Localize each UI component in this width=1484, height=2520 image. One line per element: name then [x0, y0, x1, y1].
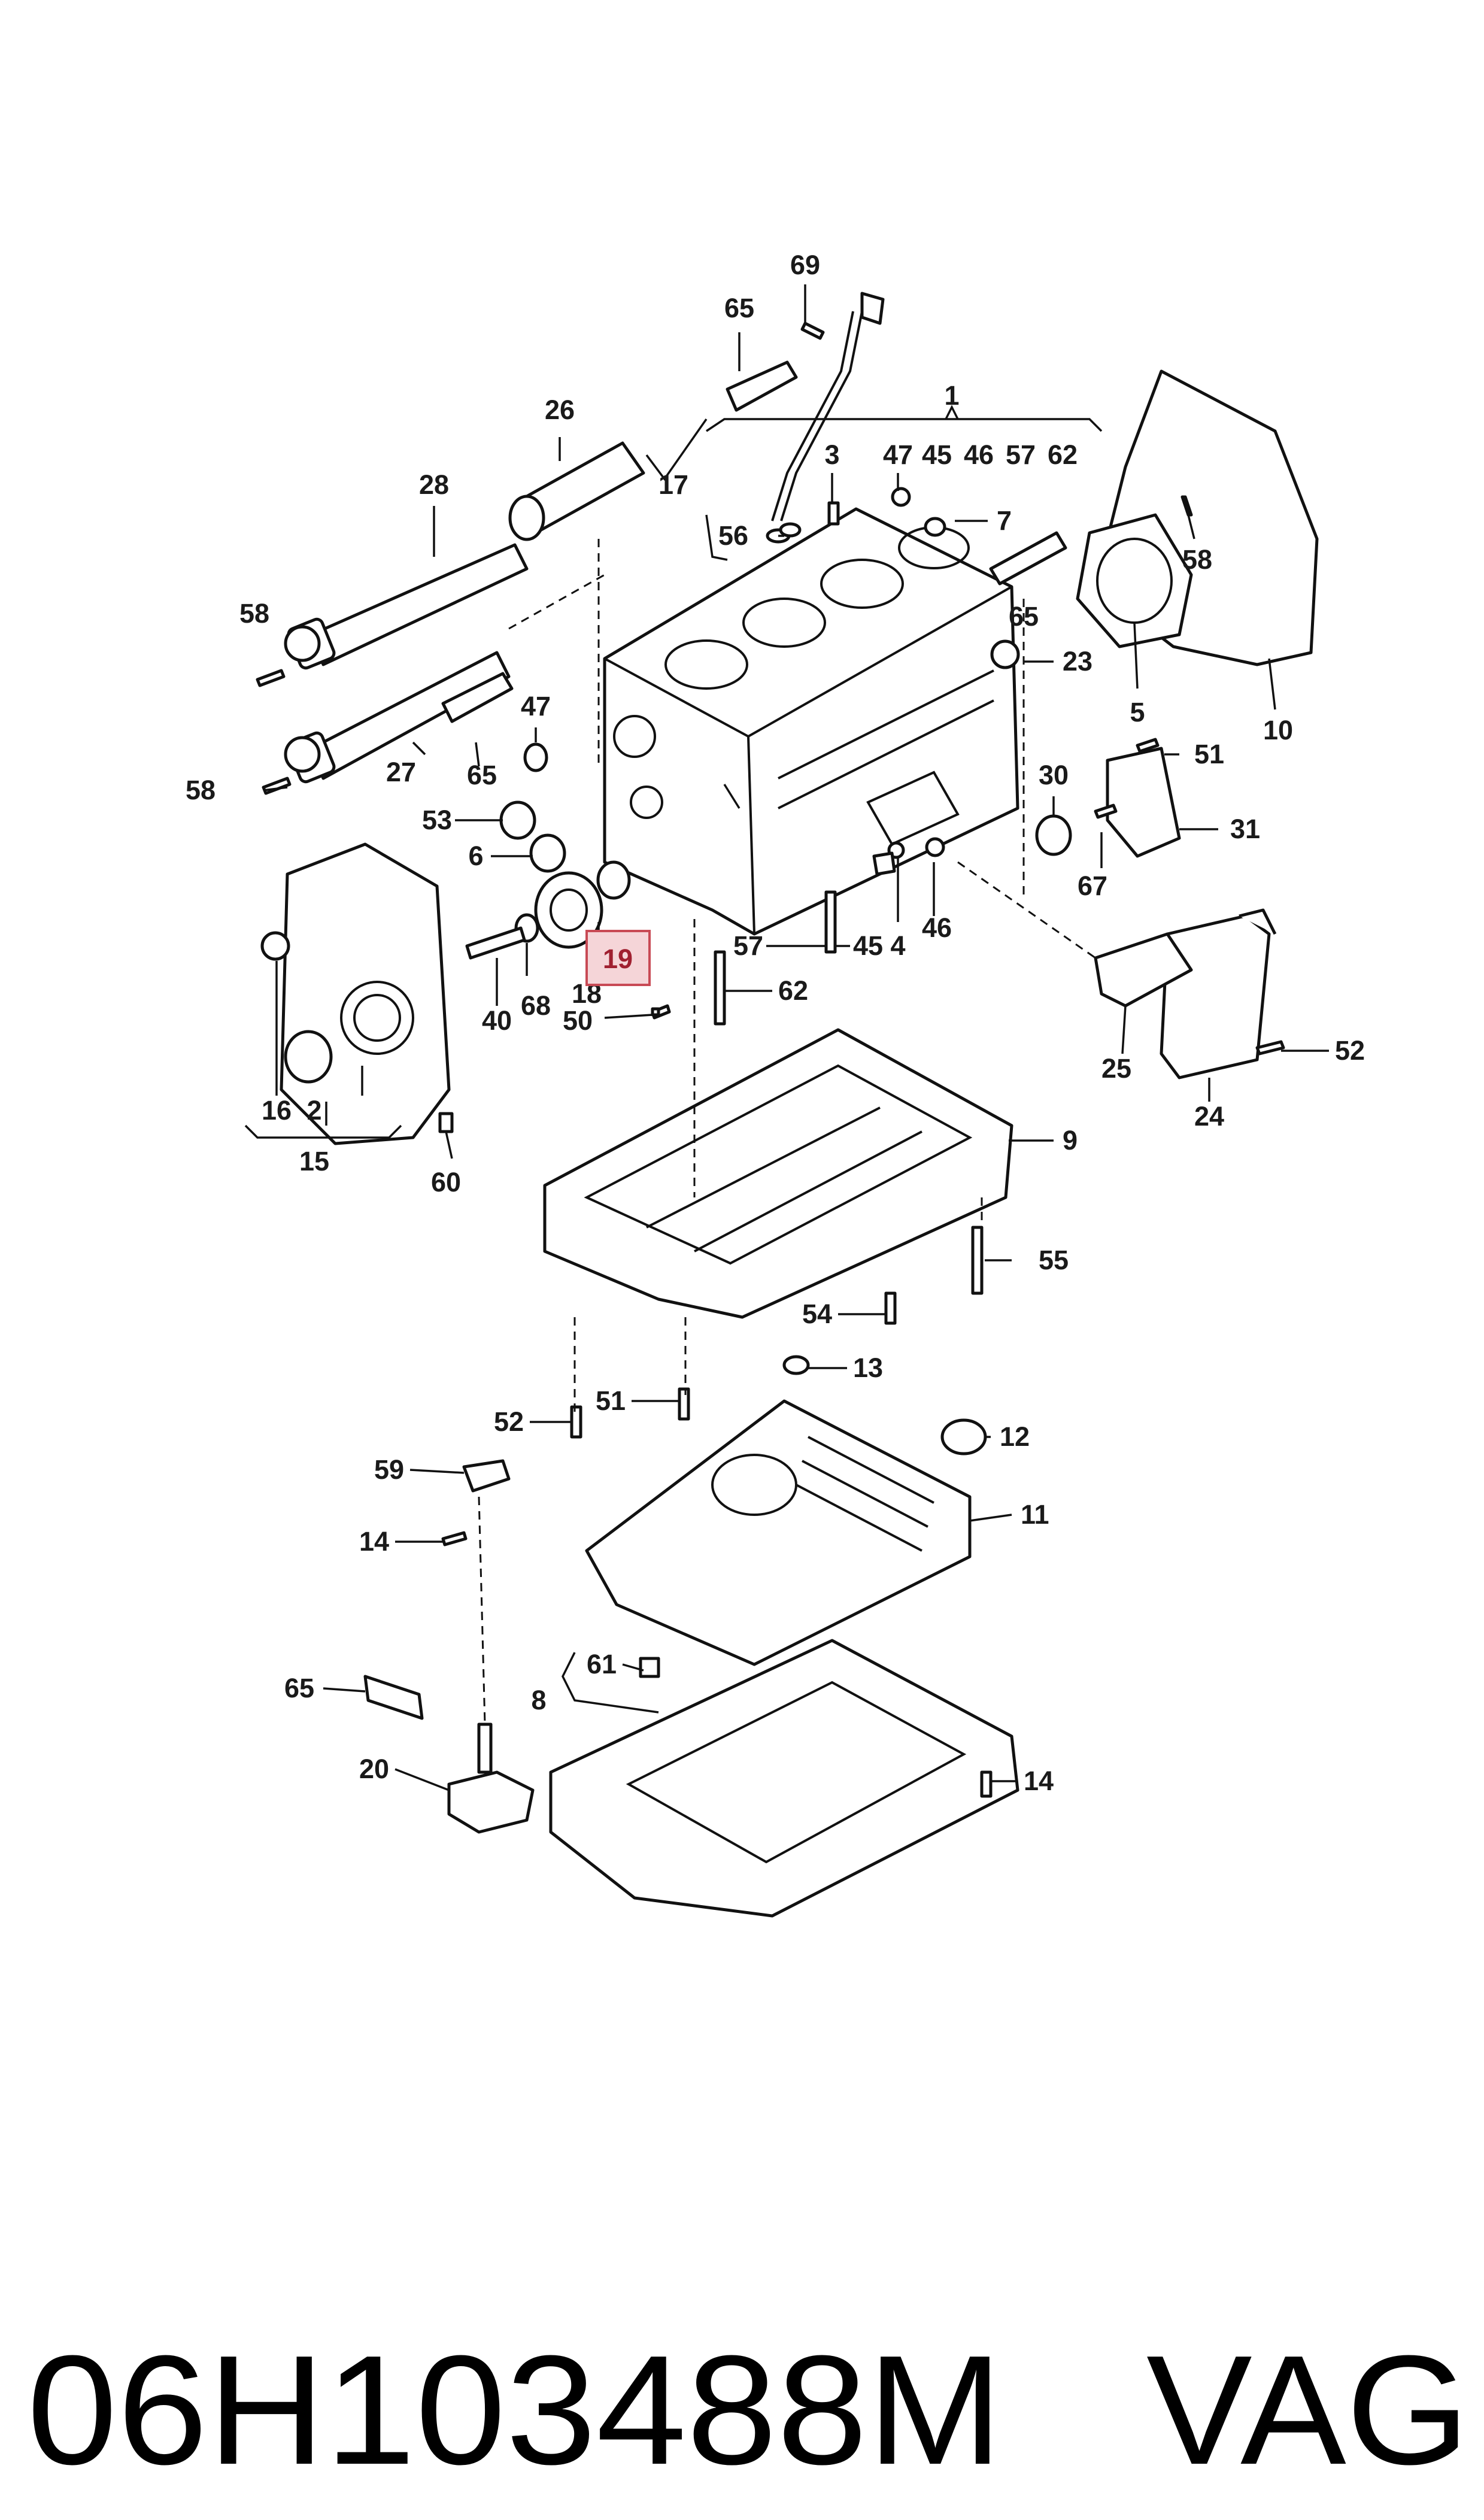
callout-8: 8	[531, 1685, 546, 1715]
callout-5: 5	[1130, 697, 1145, 727]
small-bolts	[256, 322, 1285, 1798]
callout-46: 46	[964, 439, 994, 470]
callout-56: 56	[718, 520, 748, 551]
assembly-dashed-lines	[478, 539, 1096, 1725]
engine-block	[603, 507, 1019, 936]
callout-65: 65	[1009, 601, 1039, 632]
callout-20: 20	[359, 1754, 389, 1784]
upper-oil-pan	[543, 1028, 1013, 1319]
callout-3: 3	[824, 439, 839, 470]
callout-61: 61	[587, 1649, 617, 1679]
callout-51: 51	[596, 1385, 626, 1416]
callout-52: 52	[1335, 1035, 1365, 1066]
callout-47: 47	[883, 439, 913, 470]
seal-13	[782, 1355, 810, 1375]
callout-65: 65	[724, 293, 754, 323]
callout-54: 54	[802, 1299, 832, 1329]
callout-14: 14	[1024, 1766, 1054, 1796]
callout-15: 15	[299, 1146, 329, 1176]
balance-shaft-upper	[284, 543, 529, 670]
callout-67: 67	[1078, 871, 1107, 901]
callout-55: 55	[1039, 1245, 1069, 1275]
oil-pressure-switch	[1035, 814, 1072, 856]
callout-31: 31	[1230, 814, 1260, 844]
callout-45: 45	[922, 439, 952, 470]
callout-labels: 69 65 1 3 47 45 46 57 62 26 28 17 56 7 5…	[186, 250, 1365, 1796]
callout-28: 28	[419, 469, 449, 500]
callout-40: 40	[482, 1005, 512, 1036]
callout-57: 57	[1006, 439, 1036, 470]
sealant-tube-top	[726, 360, 798, 412]
sealant-tube-right	[989, 531, 1067, 586]
callout-69: 69	[790, 250, 820, 280]
brand-caption: VAG	[1146, 2324, 1470, 2497]
callout-25: 25	[1101, 1053, 1131, 1084]
leader-lines	[244, 284, 1329, 1791]
callout-46: 46	[922, 912, 952, 943]
callout-58: 58	[186, 775, 216, 805]
callout-68: 68	[521, 990, 551, 1021]
callout-58: 58	[239, 598, 269, 629]
callout-12: 12	[1000, 1421, 1030, 1452]
callout-57: 57	[733, 930, 763, 961]
callout-13: 13	[853, 1353, 883, 1383]
oil-temp-sender	[462, 1459, 511, 1493]
callout-17: 17	[658, 469, 688, 500]
callout-62: 62	[1048, 439, 1078, 470]
callout-10: 10	[1263, 715, 1293, 745]
oil-return-pipe	[1160, 908, 1277, 1079]
callout-19-highlighted: 19	[603, 944, 633, 974]
callout-51: 51	[1194, 739, 1224, 769]
callout-65: 65	[284, 1673, 314, 1703]
callout-16: 16	[262, 1095, 292, 1126]
callout-62: 62	[778, 975, 808, 1006]
bearing-sleeve	[508, 441, 645, 541]
callout-53: 53	[422, 805, 452, 835]
seal-6	[529, 833, 566, 873]
callout-14: 14	[359, 1526, 389, 1557]
callout-30: 30	[1039, 760, 1069, 790]
callout-2: 2	[306, 1095, 321, 1126]
callout-23: 23	[1063, 646, 1092, 677]
callout-60: 60	[431, 1167, 461, 1197]
callout-6: 6	[468, 841, 483, 871]
callout-11: 11	[1021, 1499, 1049, 1530]
callout-4: 4	[890, 930, 905, 961]
callout-45: 45	[853, 930, 883, 961]
callout-1: 1	[944, 380, 959, 411]
callout-58: 58	[1182, 544, 1212, 575]
drain-plug-12	[940, 1418, 987, 1455]
balance-shaft-lower	[284, 651, 511, 784]
gear-bolt	[465, 926, 526, 960]
seal-53	[499, 800, 536, 840]
callout-50: 50	[563, 1005, 593, 1036]
gasket-25	[1094, 932, 1193, 1008]
oil-level-sensor	[447, 1723, 535, 1834]
sealant-tube-left	[441, 672, 514, 723]
callout-24: 24	[1194, 1101, 1224, 1132]
callout-9: 9	[1063, 1125, 1078, 1156]
dipstick-guide-tube	[766, 292, 885, 544]
lower-oil-pan	[549, 1639, 1019, 1918]
callout-26: 26	[545, 395, 575, 425]
oil-baffle	[585, 1399, 972, 1666]
cover-plug	[260, 931, 290, 961]
intermediate-gear	[534, 871, 603, 949]
crankshaft-seal-flange	[1076, 513, 1193, 648]
sealant-tube-bottom	[363, 1675, 424, 1720]
filter-housing	[1106, 747, 1181, 858]
callout-7: 7	[997, 505, 1012, 536]
bearing-bush	[596, 860, 631, 900]
callout-59: 59	[374, 1454, 404, 1485]
callout-27: 27	[386, 757, 416, 787]
seal-ring	[284, 1030, 333, 1084]
highlight-box	[585, 930, 651, 986]
callout-47: 47	[521, 691, 551, 721]
callout-65: 65	[467, 760, 497, 790]
callout-52: 52	[494, 1406, 524, 1437]
part-number-caption: 06H103488M	[27, 2324, 1003, 2497]
